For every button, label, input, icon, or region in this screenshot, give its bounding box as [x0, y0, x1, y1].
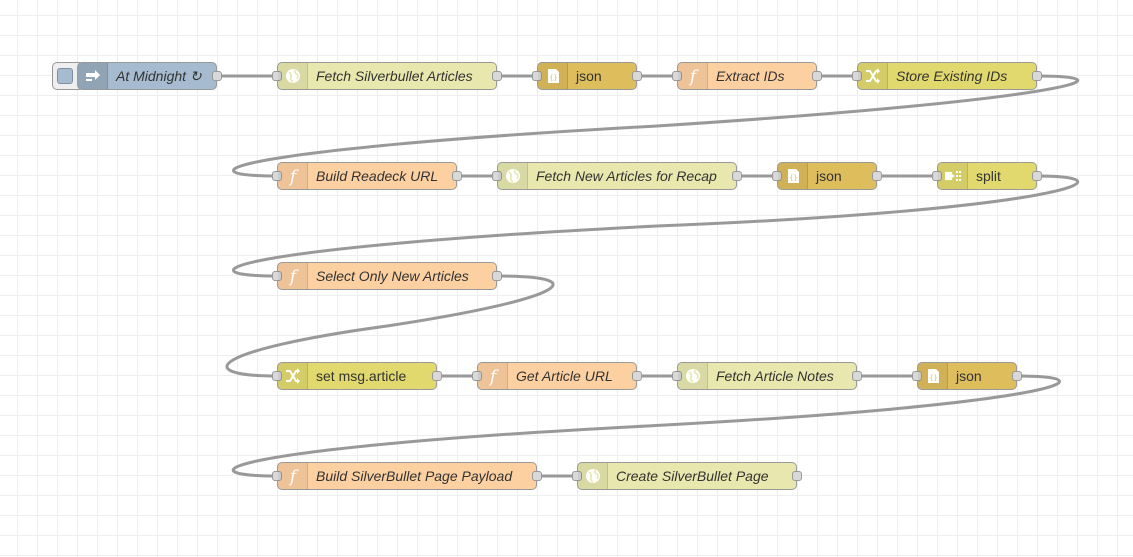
wire[interactable]: [231, 174, 1080, 278]
node-extract-ids[interactable]: f Extract IDs: [672, 62, 822, 90]
split-icon: [938, 163, 968, 189]
svg-text:{}: {}: [789, 174, 797, 182]
output-port[interactable]: [432, 371, 442, 381]
node-set-msg-article[interactable]: set msg.article: [272, 362, 442, 390]
node-create-silverbullet-page[interactable]: Create SilverBullet Page: [572, 462, 802, 490]
node-label: json: [816, 168, 842, 184]
output-port[interactable]: [452, 171, 462, 181]
globe-icon: [498, 163, 528, 189]
node-label: Extract IDs: [716, 68, 785, 84]
node-label: Create SilverBullet Page: [616, 468, 769, 484]
shuffle-icon: [858, 63, 888, 89]
svg-text:f: f: [287, 267, 298, 286]
input-port[interactable]: [272, 71, 282, 81]
node-label: set msg.article: [316, 368, 407, 384]
node-label: Fetch New Articles for Recap: [536, 168, 717, 184]
node-fetch-article-notes[interactable]: Fetch Article Notes: [672, 362, 862, 390]
output-port[interactable]: [492, 271, 502, 281]
output-port[interactable]: [852, 371, 862, 381]
shuffle-icon: [278, 363, 308, 389]
node-at-midnight[interactable]: At Midnight ↻: [77, 62, 222, 90]
input-port[interactable]: [672, 371, 682, 381]
node-label: At Midnight ↻: [116, 68, 202, 84]
function-icon: f: [278, 463, 308, 489]
svg-text:f: f: [287, 467, 298, 486]
output-port[interactable]: [532, 471, 542, 481]
node-store-existing-ids[interactable]: Store Existing IDs: [852, 62, 1042, 90]
node-json-3[interactable]: {} json: [912, 362, 1022, 390]
json-braces-icon: {}: [778, 163, 808, 189]
node-fetch-silverbullet-articles[interactable]: Fetch Silverbullet Articles: [272, 62, 502, 90]
function-icon: f: [478, 363, 508, 389]
function-icon: f: [678, 63, 708, 89]
input-port[interactable]: [272, 471, 282, 481]
svg-text:{}: {}: [929, 374, 937, 382]
svg-text:f: f: [287, 167, 298, 186]
node-build-silverbullet-page-payload[interactable]: f Build SilverBullet Page Payload: [272, 462, 542, 490]
inject-arrow-icon: [78, 63, 108, 89]
node-label: Fetch Silverbullet Articles: [316, 68, 473, 84]
node-label: Fetch Article Notes: [716, 368, 834, 384]
globe-icon: [278, 63, 308, 89]
inject-trigger-indicator: [57, 68, 73, 84]
wire[interactable]: [231, 74, 1080, 178]
input-port[interactable]: [272, 371, 282, 381]
input-port[interactable]: [772, 171, 782, 181]
output-port[interactable]: [792, 471, 802, 481]
function-icon: f: [278, 163, 308, 189]
input-port[interactable]: [672, 71, 682, 81]
input-port[interactable]: [472, 371, 482, 381]
json-braces-icon: {}: [918, 363, 948, 389]
input-port[interactable]: [572, 471, 582, 481]
function-icon: f: [278, 263, 308, 289]
output-port[interactable]: [492, 71, 502, 81]
output-port[interactable]: [632, 71, 642, 81]
input-port[interactable]: [852, 71, 862, 81]
output-port[interactable]: [1012, 371, 1022, 381]
node-label: Store Existing IDs: [896, 68, 1008, 84]
node-label: json: [576, 68, 602, 84]
node-json-2[interactable]: {} json: [772, 162, 882, 190]
node-label: Build SilverBullet Page Payload: [316, 468, 513, 484]
globe-icon: [678, 363, 708, 389]
input-port[interactable]: [912, 371, 922, 381]
svg-text:f: f: [487, 367, 498, 386]
output-port[interactable]: [632, 371, 642, 381]
output-port[interactable]: [732, 171, 742, 181]
node-json-1[interactable]: {} json: [532, 62, 642, 90]
node-split[interactable]: split: [932, 162, 1042, 190]
node-build-readeck-url[interactable]: f Build Readeck URL: [272, 162, 462, 190]
input-port[interactable]: [272, 171, 282, 181]
wire[interactable]: [225, 274, 555, 378]
output-port[interactable]: [1032, 71, 1042, 81]
input-port[interactable]: [532, 71, 542, 81]
node-get-article-url[interactable]: f Get Article URL: [472, 362, 642, 390]
input-port[interactable]: [492, 171, 502, 181]
node-select-only-new-articles[interactable]: f Select Only New Articles: [272, 262, 502, 290]
output-port[interactable]: [812, 71, 822, 81]
output-port[interactable]: [212, 71, 222, 81]
node-label: json: [956, 368, 982, 384]
node-label: Select Only New Articles: [316, 268, 469, 284]
globe-icon: [578, 463, 608, 489]
input-port[interactable]: [932, 171, 942, 181]
wire[interactable]: [231, 374, 1061, 478]
node-label: split: [976, 168, 1001, 184]
svg-text:{}: {}: [549, 74, 557, 82]
output-port[interactable]: [1032, 171, 1042, 181]
input-port[interactable]: [272, 271, 282, 281]
json-braces-icon: {}: [538, 63, 568, 89]
node-label: Build Readeck URL: [316, 168, 439, 184]
output-port[interactable]: [872, 171, 882, 181]
node-fetch-new-articles[interactable]: Fetch New Articles for Recap: [492, 162, 742, 190]
node-label: Get Article URL: [516, 368, 613, 384]
svg-text:f: f: [687, 67, 698, 86]
